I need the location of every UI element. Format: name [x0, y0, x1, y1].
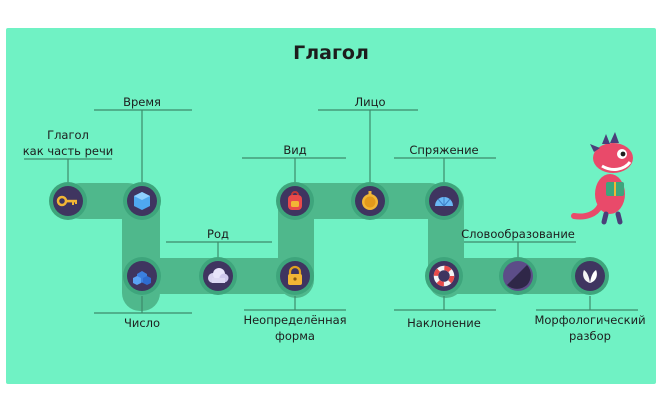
label-morph-analysis-line2: разбор — [569, 329, 611, 343]
node-gender[interactable] — [198, 256, 238, 296]
label-aspect: Вид — [283, 143, 307, 157]
page-title: Глагол — [293, 42, 369, 64]
label-number: Число — [123, 316, 161, 330]
node-mood[interactable] — [424, 256, 464, 296]
label-tense: Время — [123, 95, 161, 109]
moon-icon — [499, 257, 537, 295]
node-number[interactable] — [122, 256, 162, 296]
bottom-whitespace — [6, 384, 656, 410]
dinosaur-icon — [571, 132, 633, 225]
label-infinitive: Неопределённая форма — [243, 312, 346, 344]
leaf-icon — [571, 257, 609, 295]
node-morph-analysis[interactable] — [570, 256, 610, 296]
node-word-formation[interactable] — [498, 256, 538, 296]
label-morph-analysis: Морфологический разбор — [534, 312, 645, 344]
label-verb-as-part-line2: как часть речи — [22, 144, 114, 158]
node-infinitive[interactable] — [275, 256, 315, 296]
label-conjugation: Спряжение — [409, 143, 479, 157]
lesson-map-board: Глагол — [6, 28, 656, 384]
key-icon — [49, 182, 87, 220]
node-person[interactable] — [350, 181, 390, 221]
label-infinitive-line1: Неопределённая — [243, 313, 347, 327]
label-infinitive-line2: форма — [275, 329, 315, 343]
cubes-icon — [123, 257, 161, 295]
node-conjugation[interactable] — [424, 181, 464, 221]
lock-icon — [276, 257, 314, 295]
label-person: Лицо — [354, 95, 386, 109]
node-tense[interactable] — [122, 181, 162, 221]
label-word-formation: Словообразование — [461, 227, 575, 241]
label-verb-as-part: Глагол как часть речи — [23, 127, 114, 159]
coin-icon — [351, 182, 389, 220]
cloud-icon — [199, 257, 237, 295]
node-aspect[interactable] — [275, 181, 315, 221]
label-morph-analysis-line1: Морфологический — [534, 313, 646, 327]
label-mood: Наклонение — [407, 316, 481, 330]
lifebuoy-icon — [425, 257, 463, 295]
node-verb-as-part[interactable] — [48, 181, 88, 221]
shell-icon — [425, 182, 463, 220]
backpack-icon — [276, 182, 314, 220]
label-verb-as-part-line1: Глагол — [47, 128, 89, 142]
label-gender: Род — [207, 227, 229, 241]
cube-icon — [123, 182, 161, 220]
